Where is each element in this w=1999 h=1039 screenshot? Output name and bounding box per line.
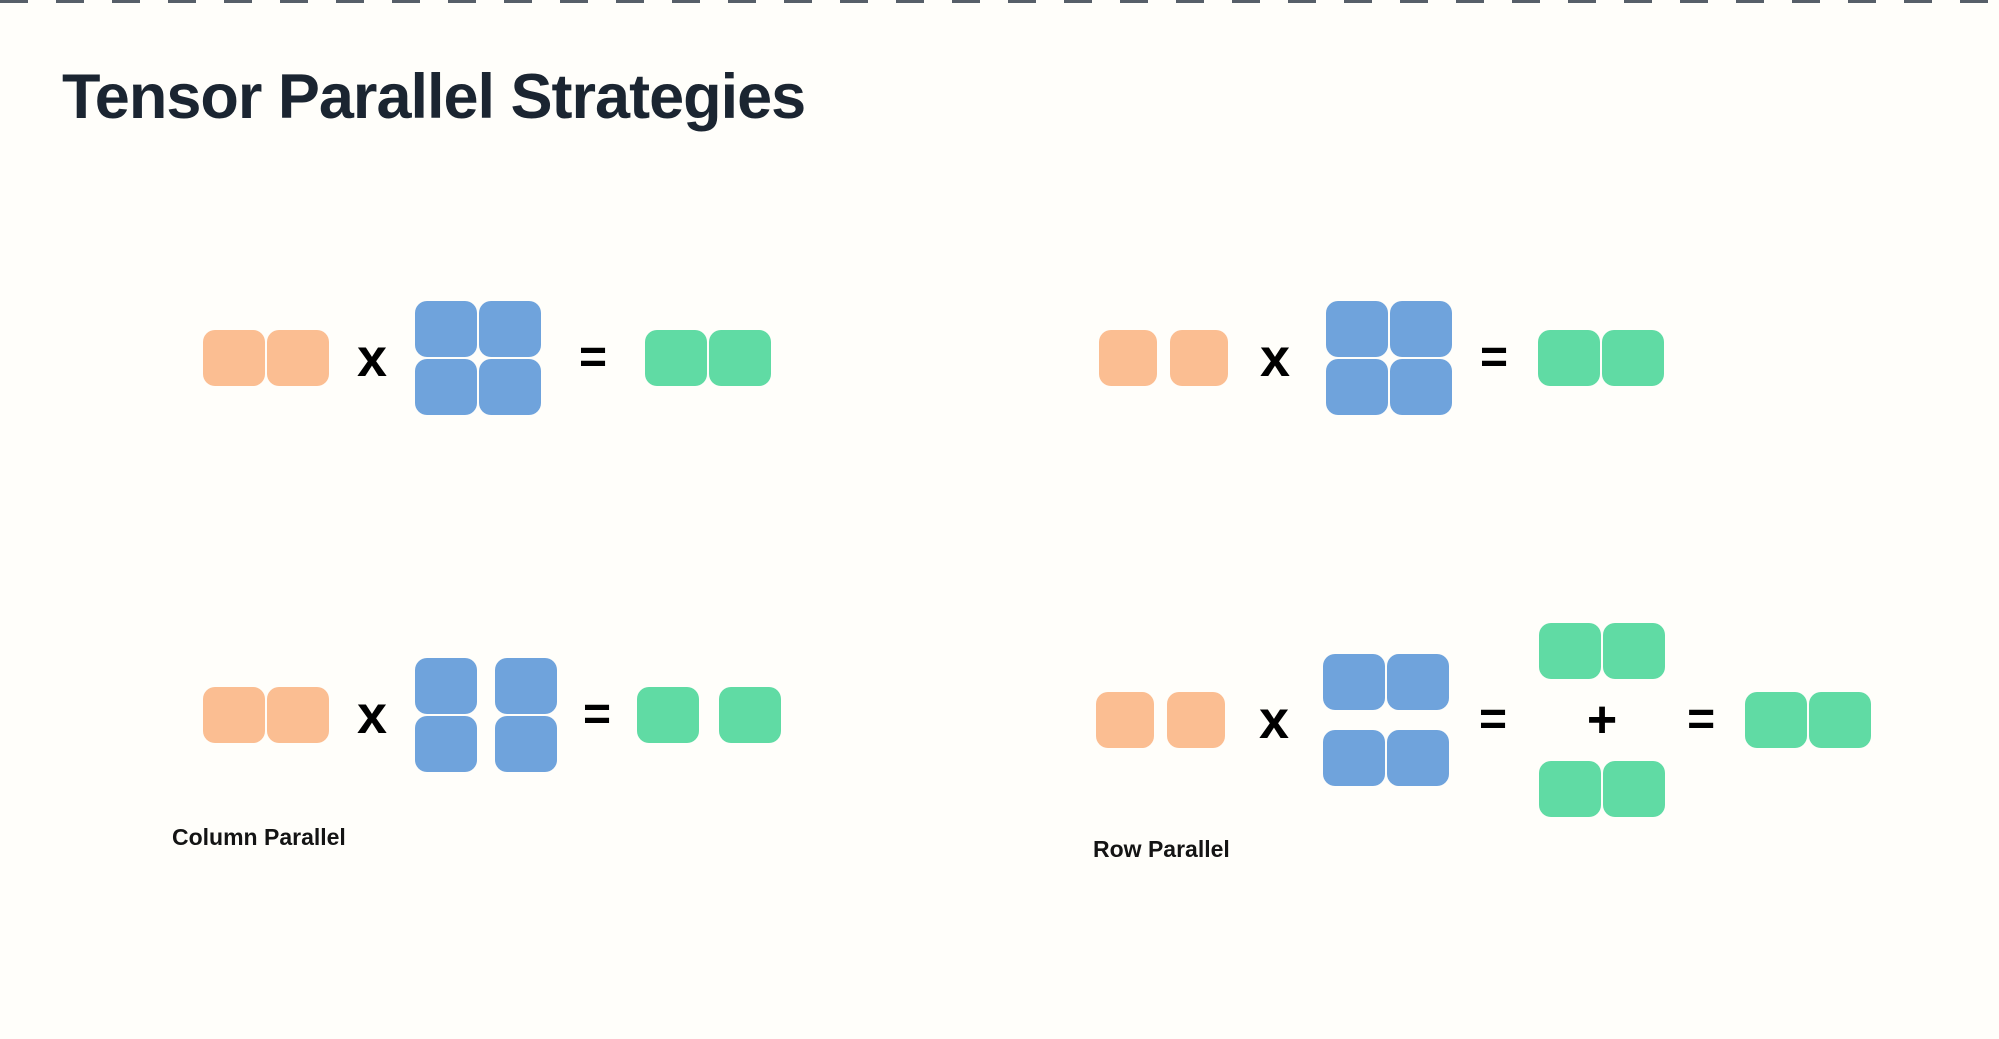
- output-cell: [1602, 330, 1665, 386]
- input-vector: [203, 330, 329, 386]
- weight-cell: [1323, 730, 1386, 786]
- weight-cell: [1390, 301, 1453, 357]
- weight-matrix: [1326, 301, 1453, 415]
- weight-column-shard: [495, 658, 558, 772]
- weight-cell: [1326, 301, 1389, 357]
- weight-matrix: [415, 301, 542, 415]
- output-vector-sharded: [637, 687, 782, 743]
- column-parallel-label: Column Parallel: [172, 824, 346, 850]
- weight-cell: [415, 359, 478, 415]
- weight-cell: [479, 359, 542, 415]
- output-cell: [719, 687, 782, 743]
- input-cell: [203, 687, 265, 743]
- weight-cell: [1326, 359, 1389, 415]
- weight-matrix-row-sharded: [1323, 654, 1450, 786]
- weight-column-shard: [415, 658, 478, 772]
- input-cell: [1170, 330, 1228, 386]
- weight-cell: [1323, 654, 1386, 710]
- page-title: Tensor Parallel Strategies: [62, 62, 806, 132]
- diagram-matmul-top-right: x =: [1099, 301, 1665, 415]
- equals-operator: =: [1480, 331, 1509, 384]
- weight-cell: [415, 716, 478, 772]
- equals-operator: =: [1479, 693, 1508, 746]
- weight-cell: [479, 301, 542, 357]
- output-vector: [1745, 692, 1872, 748]
- equals-operator: =: [579, 331, 608, 384]
- input-cell: [267, 330, 329, 386]
- output-vector: [1538, 330, 1665, 386]
- weight-row-shard: [1323, 654, 1450, 710]
- input-cell: [267, 687, 329, 743]
- input-cell: [1167, 692, 1225, 748]
- output-cell: [1603, 623, 1666, 679]
- weight-cell: [415, 658, 478, 714]
- partial-output-vector: [1539, 623, 1666, 679]
- input-vector: [1099, 330, 1228, 386]
- plus-operator: +: [1586, 691, 1618, 749]
- input-cell: [1099, 330, 1157, 386]
- output-cell: [709, 330, 772, 386]
- equals-operator: =: [583, 688, 612, 741]
- diagram-matmul-top-left: x =: [203, 301, 772, 415]
- weight-cell: [1387, 654, 1450, 710]
- output-cell: [1603, 761, 1666, 817]
- weight-matrix-column-sharded: [415, 658, 558, 772]
- output-cell: [1539, 761, 1602, 817]
- weight-cell: [495, 716, 558, 772]
- input-vector: [1096, 692, 1225, 748]
- equals-operator: =: [1687, 693, 1716, 746]
- diagram-row-parallel: x = + =: [1096, 623, 1872, 817]
- output-vector: [645, 330, 772, 386]
- multiply-operator: x: [357, 328, 388, 388]
- output-cell: [1539, 623, 1602, 679]
- weight-cell: [415, 301, 478, 357]
- input-cell: [203, 330, 265, 386]
- weight-cell: [1390, 359, 1453, 415]
- weight-cell: [495, 658, 558, 714]
- output-cell: [1809, 692, 1872, 748]
- multiply-operator: x: [357, 685, 388, 745]
- partial-output-vector: [1539, 761, 1666, 817]
- output-cell: [637, 687, 700, 743]
- multiply-operator: x: [1259, 690, 1290, 750]
- input-cell: [1096, 692, 1154, 748]
- row-parallel-label: Row Parallel: [1093, 836, 1230, 862]
- output-cell: [1538, 330, 1601, 386]
- input-vector: [203, 687, 329, 743]
- weight-cell: [1387, 730, 1450, 786]
- multiply-operator: x: [1260, 328, 1291, 388]
- diagram-column-parallel: x =: [203, 658, 782, 772]
- weight-row-shard: [1323, 730, 1450, 786]
- output-cell: [1745, 692, 1808, 748]
- output-cell: [645, 330, 708, 386]
- top-dashed-border: [0, 0, 1999, 3]
- partial-outputs-stack: +: [1539, 623, 1666, 817]
